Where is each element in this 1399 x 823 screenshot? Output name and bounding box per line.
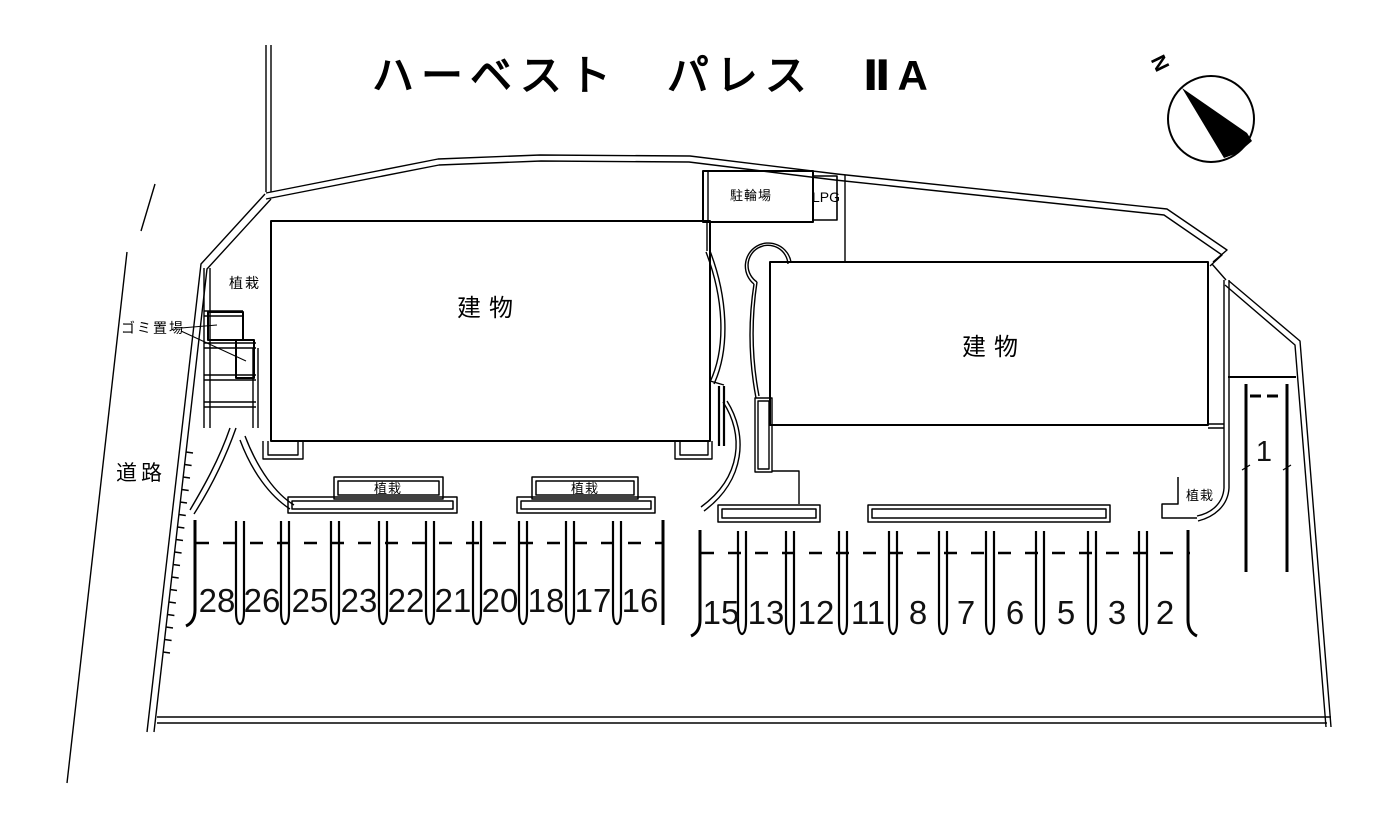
parking-stall-number: 7	[956, 594, 976, 631]
lpg-box-outline	[812, 175, 846, 262]
north-arrow	[1167, 75, 1255, 163]
parking-stall-number: 18	[527, 582, 565, 619]
plan-title: ハーベスト パレス ⅡA	[372, 52, 935, 99]
boundary-hatch	[162, 451, 194, 654]
parking-stall-number: 20	[481, 582, 519, 619]
parking-stall-number: 25	[291, 582, 329, 619]
building-right-label: 建物	[962, 334, 1026, 361]
parking-stall-number: 23	[340, 582, 378, 619]
parking-stall-number: 2	[1155, 594, 1175, 631]
planting-label-top-left: 植栽	[229, 275, 261, 291]
site-boundary	[66, 45, 1332, 784]
garbage-area-label: ゴミ置場	[121, 320, 185, 336]
planting-label-bottom-2: 植栽	[571, 481, 600, 496]
bicycle-shed-outline	[702, 170, 814, 251]
parking-stall-number: 6	[1005, 594, 1025, 631]
building-porches	[262, 441, 713, 460]
parking-stall-number: 1	[1255, 436, 1273, 468]
walkway-outline	[700, 242, 800, 512]
parking-stall-number: 17	[574, 582, 612, 619]
parking-stall-number: 26	[243, 582, 281, 619]
parking-stall-number: 5	[1056, 594, 1076, 631]
parking-stall-number: 11	[850, 594, 886, 631]
parking-row-left-lines	[185, 520, 665, 628]
lpg-label: LPG	[812, 189, 841, 205]
parking-stall-number: 8	[908, 594, 928, 631]
building-left-label: 建物	[457, 295, 521, 322]
parking-stall-number: 16	[621, 582, 659, 619]
planter-outlines	[287, 476, 1111, 523]
parking-stall-number: 12	[797, 594, 835, 631]
planting-label-right: 植栽	[1186, 488, 1215, 503]
parking-stall-number: 13	[747, 594, 785, 631]
right-side-details	[1161, 280, 1296, 572]
parking-stall-number: 3	[1107, 594, 1127, 631]
planting-label-bottom-1: 植栽	[374, 481, 403, 496]
bicycle-parking-label: 駐輪場	[730, 188, 773, 203]
parking-stall-number: 28	[198, 582, 236, 619]
parking-stall-number: 22	[387, 582, 425, 619]
parking-stall-number: 15	[702, 594, 740, 631]
building-right-outline	[769, 261, 1209, 426]
road-label: 道路	[116, 462, 166, 485]
parking-row-right-lines	[690, 530, 1198, 638]
parking-stall-number: 21	[434, 582, 472, 619]
garbage-area-outline	[180, 268, 295, 515]
building-left-outline	[270, 220, 711, 442]
